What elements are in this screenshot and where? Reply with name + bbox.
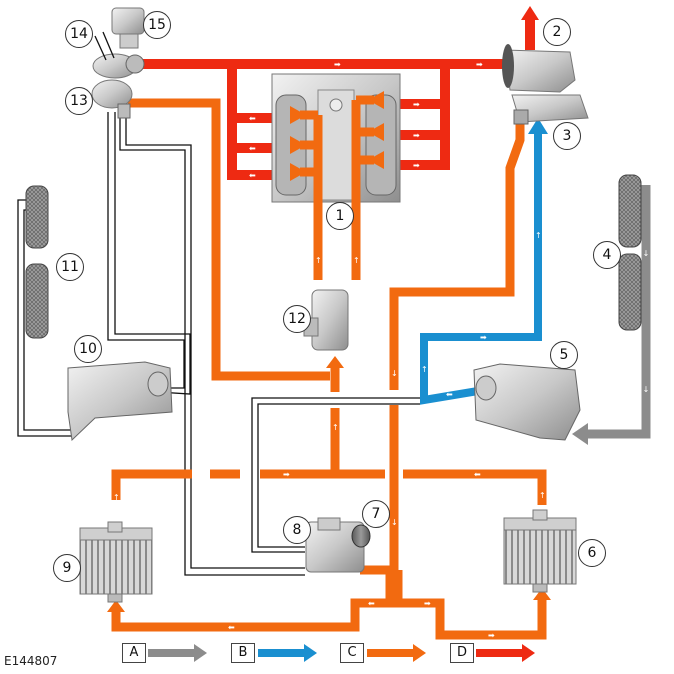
flow-C-direction-marks: ↑ ↑ ↑ ↓ ↓ ↑ ➡ ⬅ ↑ ⬅ ➡ ⬅ ➡ [113,256,546,640]
turbocharger-left [91,7,145,119]
svg-text:⬅: ⬅ [474,470,481,479]
air-filter-left [25,185,49,339]
svg-text:↓: ↓ [391,369,398,378]
legend-arrows [148,644,535,662]
legend-arrow-B [258,649,306,657]
svg-text:↑: ↑ [539,491,546,500]
callout-1: 1 [326,202,354,230]
air-cleaner-left [67,361,173,442]
callout-14: 14 [65,20,93,48]
legend-key-B: B [231,643,255,663]
svg-text:↑: ↑ [113,493,120,502]
callout-2: 2 [543,18,571,46]
svg-text:↑: ↑ [332,423,339,432]
figure-id: E144807 [4,654,58,668]
intercooler-left [79,521,153,603]
callout-11: 11 [56,253,84,281]
callout-7: 7 [362,500,390,528]
svg-text:↓: ↓ [643,249,650,258]
callout-6: 6 [578,539,606,567]
air-cleaner-right [473,363,581,441]
svg-text:⬅: ⬅ [249,171,256,180]
svg-text:↓: ↓ [643,385,650,394]
legend-arrow-D [476,649,524,657]
svg-text:⬅: ⬅ [249,144,256,153]
throttle-inlet-arrowhead [326,356,344,368]
callout-4: 4 [593,241,621,269]
svg-text:➡: ➡ [413,131,420,140]
air-filter-right [618,174,642,331]
svg-text:↑: ↑ [421,365,428,374]
callout-10: 10 [74,335,102,363]
callout-3: 3 [553,122,581,150]
svg-text:⬅: ⬅ [446,390,453,399]
svg-text:⬅: ⬅ [368,599,375,608]
flow-D-direction-marks: ➡ ➡ ⬅ ⬅ ⬅ ➡ ➡ ➡ [249,60,483,180]
svg-text:➡: ➡ [424,599,431,608]
flow-A-pipe: ↓ ↓ [572,185,651,445]
legend-key-C: C [340,643,364,663]
intercooler-right [503,509,577,593]
legend-arrow-A [148,649,196,657]
svg-text:➡: ➡ [413,100,420,109]
svg-text:⬅: ⬅ [228,623,235,632]
callout-8: 8 [283,516,311,544]
callout-13: 13 [65,87,93,115]
turbocharger-right [502,44,589,125]
duct-lines [17,112,420,576]
svg-text:↑: ↑ [315,256,322,265]
callout-5: 5 [550,341,578,369]
legend-key-A: A [122,643,146,663]
svg-text:↑: ↑ [353,256,360,265]
flow-B-pipe [420,132,542,405]
callout-15: 15 [143,11,171,39]
svg-text:➡: ➡ [488,631,495,640]
flow-D-pipe [135,18,535,180]
svg-text:⬅: ⬅ [249,114,256,123]
svg-text:↑: ↑ [535,231,542,240]
legend-arrow-C [367,649,415,657]
svg-text:➡: ➡ [476,60,483,69]
callout-9: 9 [53,554,81,582]
svg-text:➡: ➡ [334,60,341,69]
callout-12: 12 [283,305,311,333]
svg-text:➡: ➡ [413,161,420,170]
exhaust-outlet-arrowhead [521,6,539,20]
flow-B-direction-marks: ↑ ➡ ↑ ⬅ [421,231,542,399]
svg-text:➡: ➡ [480,333,487,342]
legend-key-D: D [450,643,474,663]
svg-text:➡: ➡ [283,470,290,479]
bypass-valve [305,517,371,573]
svg-text:↓: ↓ [391,518,398,527]
